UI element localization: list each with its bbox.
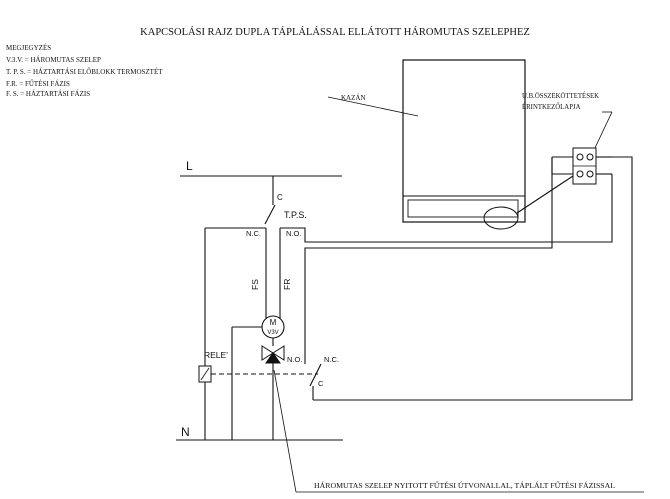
legend-item: F.R. = FŰTÉSI FÁZIS bbox=[6, 80, 70, 88]
boiler-leader bbox=[327, 96, 419, 117]
wire-relay-c-to-terminal bbox=[313, 156, 633, 401]
relay-coil-slash bbox=[200, 367, 210, 381]
tps-switch-blade bbox=[264, 204, 276, 225]
valve-triangle-right bbox=[272, 345, 285, 361]
relay-no-label: N.O. bbox=[287, 355, 302, 364]
wire-relay-no-to-terminal bbox=[304, 157, 553, 346]
wire-tps-to-terminal bbox=[280, 174, 613, 243]
neutral-label: N bbox=[181, 425, 190, 439]
legend-item: F. S. = HÁZTARTÁSI FÁZIS bbox=[6, 90, 90, 98]
tps-label: T.P.S. bbox=[284, 210, 307, 220]
diagram-title: KAPCSOLÁSI RAJZ DUPLA TÁPLÁLÁSSAL ELLÁTO… bbox=[140, 26, 530, 38]
caption: HÁROMUTAS SZELEP NYITOTT FŰTÉSI ÚTVONALL… bbox=[314, 480, 615, 490]
fr-label: FR bbox=[282, 279, 292, 290]
motor-v3v-label: V3V bbox=[267, 330, 278, 336]
boiler-body bbox=[402, 59, 526, 223]
legend: MEGJEGYZÉS V.3.V. = HÁROMUTAS SZELEP T. … bbox=[6, 44, 163, 98]
valve-motor: M V3V bbox=[231, 315, 285, 440]
caption-leader bbox=[273, 369, 297, 493]
relay-c-label: C bbox=[318, 379, 324, 388]
fs-label: FS bbox=[250, 279, 260, 290]
motor-m-label: M bbox=[270, 318, 277, 327]
line-label: L bbox=[186, 159, 193, 173]
terminal-label-line1: U.B.ÖSSZEKÖTTETÉSEK bbox=[522, 92, 599, 100]
tps-no-label: N.O. bbox=[286, 229, 301, 238]
relay: RELE' bbox=[198, 350, 318, 383]
relay-contact: N.O. N.C. C bbox=[287, 346, 339, 400]
connection-highlight-ellipse bbox=[483, 206, 519, 230]
legend-item: V.3.V. = HÁROMUTAS SZELEP bbox=[6, 56, 101, 64]
boiler-label: KAZÁN bbox=[341, 94, 366, 102]
wire-terminal-to-boiler bbox=[516, 175, 574, 214]
relay-nc-label: N.C. bbox=[324, 355, 339, 364]
terminal-leader bbox=[593, 111, 613, 151]
mains: L N bbox=[176, 159, 343, 441]
terminal-screw bbox=[586, 153, 594, 161]
terminal-block: U.B.ÖSSZEKÖTTETÉSEK ÉRINTKEZŐLAPJA bbox=[516, 92, 613, 214]
legend-heading: MEGJEGYZÉS bbox=[6, 44, 51, 52]
relay-contact-blade bbox=[309, 363, 322, 387]
boiler-control-panel bbox=[407, 199, 519, 218]
tps-switch: C T.P.S. N.C. N.O. bbox=[205, 176, 307, 318]
three-way-valve bbox=[261, 345, 285, 440]
valve-triangle-left bbox=[261, 345, 274, 361]
terminal-screw bbox=[576, 153, 584, 161]
tps-c-label: C bbox=[277, 193, 283, 202]
terminal-label-line2: ÉRINTKEZŐLAPJA bbox=[522, 103, 581, 111]
terminal-screw bbox=[576, 170, 584, 178]
tps-nc-label: N.C. bbox=[246, 229, 261, 238]
terminal-screw bbox=[586, 170, 594, 178]
legend-item: T. P. S. = HÁZTARTÁSI ELŐBLOKK TERMOSZTÉ… bbox=[6, 68, 163, 76]
boiler: KAZÁN bbox=[327, 59, 526, 230]
relay-label: RELE' bbox=[204, 350, 228, 360]
